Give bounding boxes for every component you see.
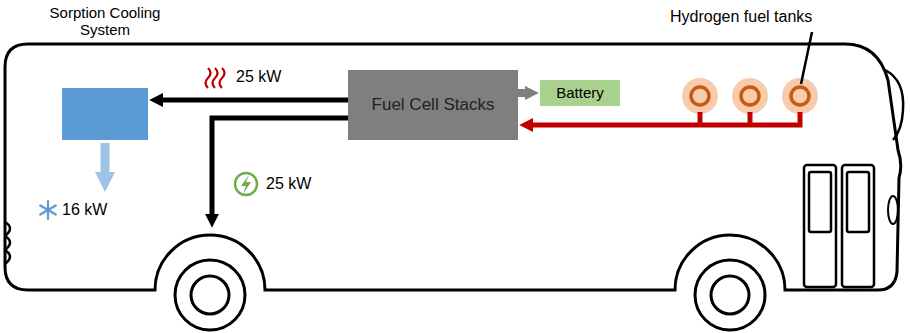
cooling-unit-box: Sorption Cooling System (62, 88, 148, 140)
heat-icon (206, 68, 225, 88)
power-arrow (212, 118, 348, 218)
cooling-arrow (101, 143, 110, 178)
node-heading: Hydrogen fuel tanks (670, 8, 812, 26)
side-mirror (885, 70, 903, 140)
power-value: 25 kW (266, 175, 311, 193)
node-label: Fuel Cell Stacks (372, 95, 495, 115)
snowflake-icon (40, 201, 56, 219)
battery-box: Battery (540, 80, 620, 106)
power-value: 25 kW (236, 68, 281, 86)
hydrogen-tanks (682, 78, 818, 114)
tank-group: Hydrogen fuel tanks (680, 78, 820, 114)
node-label: Battery (556, 84, 604, 101)
battery-link-arrow (518, 89, 529, 97)
leader-line (801, 32, 812, 84)
lightning-icon (235, 173, 257, 195)
heat-flow-arrow (159, 98, 348, 103)
rear-bumps (5, 222, 10, 264)
headlight (888, 196, 898, 224)
hydrogen-feed-arrow (529, 112, 800, 125)
node-heading: Sorption Cooling System (38, 5, 173, 38)
bus-body (5, 44, 901, 290)
door (804, 165, 874, 287)
fuel-cell-box: Fuel Cell Stacks (348, 70, 518, 140)
power-value: 16 kW (62, 201, 107, 219)
wheels (175, 260, 765, 330)
